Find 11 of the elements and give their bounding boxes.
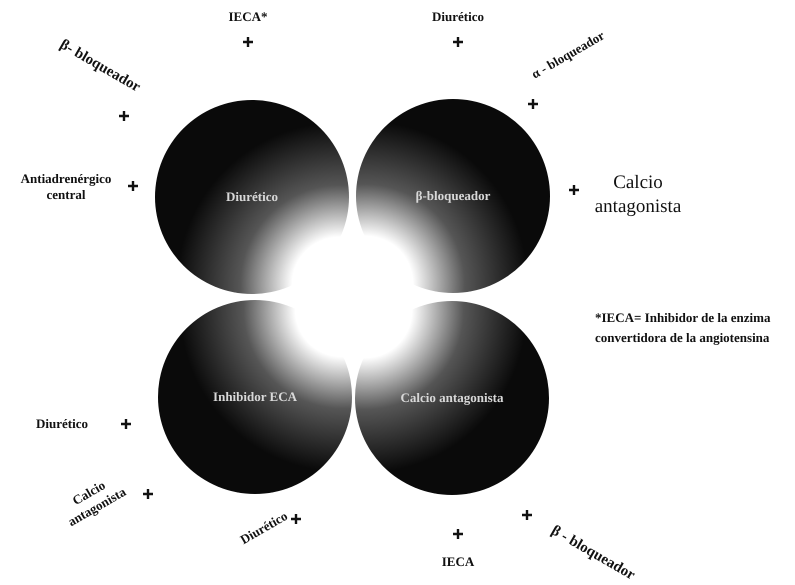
circle-label: Calcio antagonista [400, 390, 504, 406]
drug-label: IECA* [228, 8, 268, 26]
drug-label: Antiadrenérgico central [20, 171, 112, 203]
drug-label: Diurético [432, 8, 484, 26]
footnote: *IECA= Inhibidor de la enzima convertidora de la angiotensina [595, 309, 772, 347]
circle-label: Inhibidor ECA [212, 389, 298, 405]
circle-label: Diurético [225, 189, 279, 205]
circle-label: β-bloqueador [414, 188, 492, 204]
drug-label: Diurético [36, 415, 88, 434]
drug-label: IECA [442, 553, 474, 572]
drug-label: Calcio antagonista [594, 171, 682, 219]
